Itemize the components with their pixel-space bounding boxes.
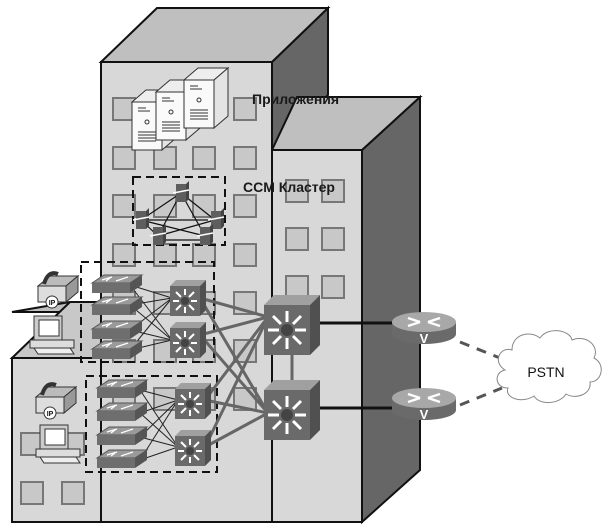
lower-access-links (139, 389, 179, 461)
applications-label: Приложения (252, 91, 339, 107)
voice-gateway-icon (390, 310, 458, 348)
wan-links (318, 321, 394, 410)
window (285, 275, 309, 299)
voice-gateway-icon (390, 386, 458, 424)
pstn-links (459, 340, 503, 407)
window (285, 227, 309, 251)
uplinks (198, 296, 294, 449)
window (233, 146, 257, 170)
upper-access-block-boundary (80, 261, 215, 363)
window (321, 227, 345, 251)
pstn-cloud-icon (496, 330, 602, 403)
ccm-cluster-label: CCM Кластер (243, 179, 335, 195)
window (233, 194, 257, 218)
distribution-switch-icon (169, 279, 207, 317)
distribution-switch-icon (169, 321, 207, 359)
distribution-switch-icon (174, 429, 212, 467)
ccm-cluster-boundary (132, 176, 226, 246)
right-building-side (361, 94, 421, 525)
distribution-switch-icon (174, 382, 212, 420)
server-icon (183, 67, 229, 129)
core-switch-icon (262, 293, 322, 357)
pstn-label: PSTN (527, 364, 564, 380)
window (112, 194, 136, 218)
window (321, 275, 345, 299)
window (192, 146, 216, 170)
lower-access-block-boundary (85, 375, 218, 473)
core-switch-icon (262, 378, 322, 442)
window (233, 243, 257, 267)
